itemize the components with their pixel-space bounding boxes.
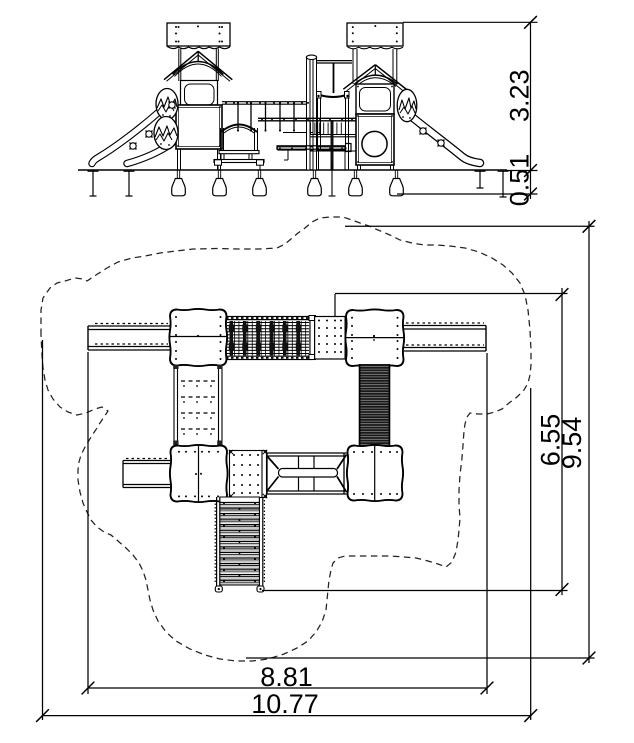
svg-text:8.81: 8.81 [260, 662, 313, 692]
svg-text:0.51: 0.51 [505, 154, 535, 207]
svg-text:6.55: 6.55 [536, 414, 566, 467]
svg-text:3.23: 3.23 [505, 69, 535, 122]
svg-text:10.77: 10.77 [251, 689, 319, 719]
svg-text:9.54: 9.54 [557, 417, 587, 470]
